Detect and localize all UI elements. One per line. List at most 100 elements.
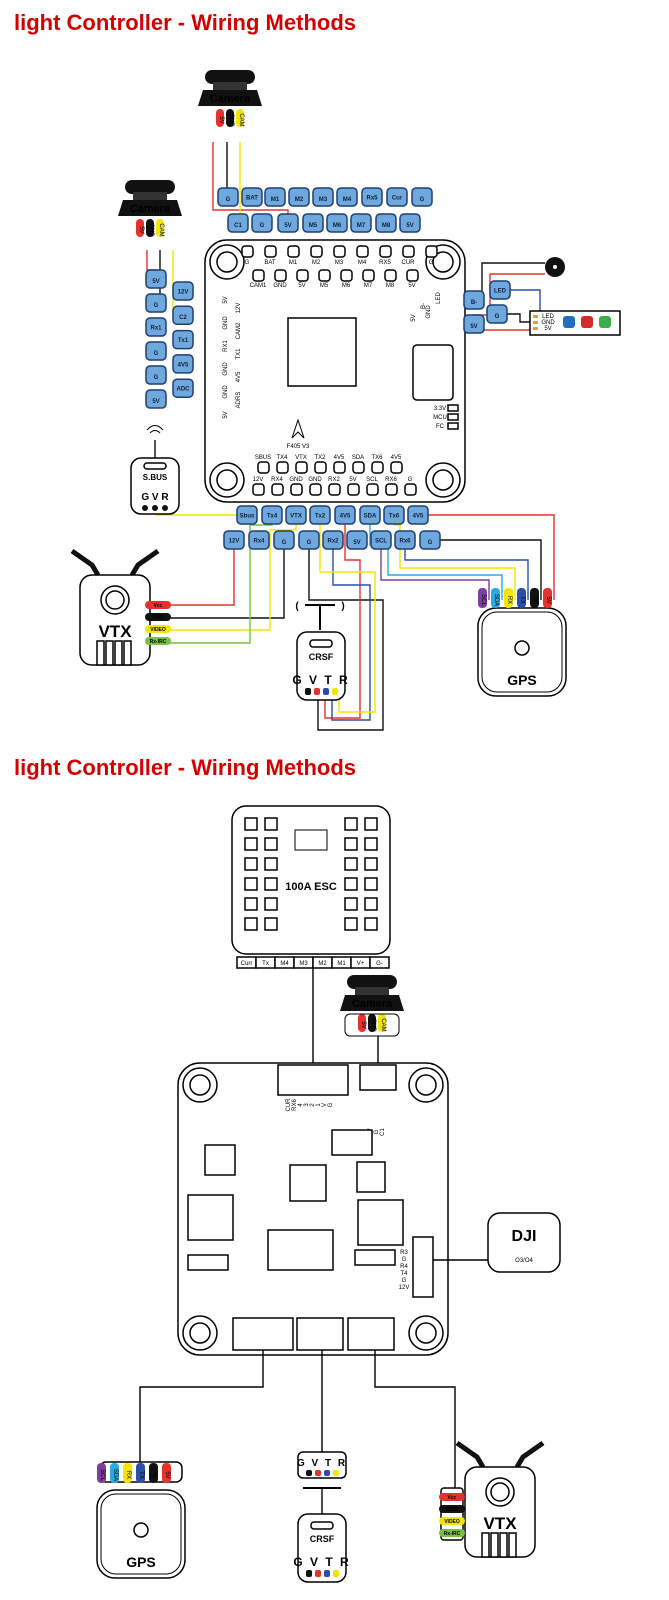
vtx-wire-vcc-label: Vcc (154, 603, 163, 609)
wire-label: RX (506, 596, 512, 604)
camera-2-body (355, 987, 389, 995)
pad-label: 5V (284, 223, 291, 229)
board-pad-label: M8 (386, 283, 395, 289)
pad-label: Tx6 (389, 514, 400, 520)
pad-label: G (428, 540, 433, 546)
pad-label: G (282, 540, 287, 546)
solder-pad (384, 269, 397, 282)
board-pad-label: GND (273, 283, 287, 289)
wire-label: SCL (480, 594, 486, 606)
pad-label: G (260, 223, 265, 229)
esc-chip (294, 829, 328, 851)
board-pad-label: SBUS (255, 455, 271, 461)
conn-label: 1 (316, 1103, 322, 1107)
wire-label: SDA (493, 594, 499, 606)
pad-shape (399, 213, 421, 233)
board-pad-label: M4 (358, 260, 367, 266)
board-pad-label: B- (421, 303, 427, 309)
pad-label: B- (471, 300, 477, 306)
pad-label: M5 (309, 223, 318, 229)
pad-bottom2-g: G (273, 530, 295, 550)
conn-label: V (322, 1103, 328, 1107)
pad-shape (411, 187, 433, 207)
pad-shape (361, 187, 383, 207)
solder-pad (347, 483, 360, 496)
board-pad-label: 4V5 (236, 371, 242, 382)
gps-antenna-icon (514, 640, 530, 656)
esc-pin-g-: G- (376, 961, 383, 967)
esc-pin-m4: M4 (280, 961, 289, 967)
status-led (447, 413, 459, 421)
slot (310, 1521, 334, 1530)
solder-pad (425, 245, 438, 258)
vtx-wire-gnd-label: GND (152, 615, 164, 621)
camera-left-body (133, 192, 167, 200)
solder-pad (271, 483, 284, 496)
pad-left-5v: 5V (145, 269, 167, 289)
solder-pad (404, 483, 417, 496)
wire-gps-scl (380, 540, 490, 600)
solder-pad (352, 461, 365, 474)
mosfet (244, 837, 258, 851)
pad-shape (264, 187, 286, 207)
pin-dot (162, 505, 168, 511)
pad-shape (223, 530, 245, 550)
pad-label: M2 (295, 197, 304, 203)
wire-cam-5v (212, 142, 289, 222)
board-pad-label: BAT (264, 260, 276, 266)
pad-label: BAT (246, 196, 258, 202)
pad-shape (346, 530, 368, 550)
pad-bottom2-5v: 5V (346, 530, 368, 550)
pad-label: C1 (234, 223, 242, 229)
camera-left-wire-label: CAM (158, 223, 164, 236)
gps-wire-rx (504, 588, 513, 608)
wire-crsf-g (308, 540, 384, 731)
pad-bottom-sbus: Sbus (236, 505, 258, 525)
slot (143, 462, 167, 470)
solder-pad (276, 461, 289, 474)
mosfet (264, 857, 278, 871)
pad-shape (489, 280, 511, 300)
component (289, 1164, 327, 1202)
pad-left-rx1: Rx1 (145, 317, 167, 337)
vtx-2-wire-vcc (439, 1493, 465, 1501)
board-pad-label: LED (436, 291, 442, 303)
crsf-2-label: CRSF (310, 1534, 335, 1544)
pad-bottom2-12v: 12V (223, 530, 245, 550)
pad-shape (145, 365, 167, 385)
board-pad-label: 5V (223, 411, 229, 418)
component (187, 1194, 234, 1241)
pad-label: G (226, 197, 231, 203)
pad-shape (375, 213, 397, 233)
vtx-2-wire-video (439, 1517, 465, 1525)
pad-shape (172, 378, 194, 398)
vtx-antenna-icon (70, 548, 160, 577)
pad-top2-m7: M7 (350, 213, 372, 233)
pad-shape (277, 213, 299, 233)
wire-gps-sda (369, 515, 503, 600)
heatsink-fin (96, 640, 105, 666)
dji-label: DJI (512, 1228, 537, 1245)
solder-pad (371, 461, 384, 474)
signal-icon (146, 425, 164, 434)
heatsink-fin (123, 640, 132, 666)
camera-left-wire-5v (136, 219, 144, 237)
camera-2-label: Camera (352, 998, 393, 1010)
solder-pad (406, 269, 419, 282)
board-pad-label: 5V (408, 283, 415, 289)
pad-shape (227, 213, 249, 233)
mosfet (344, 817, 358, 831)
pad-bottom-4v5: 4V5 (334, 505, 356, 525)
crsf-body (296, 631, 346, 701)
gps-2-wire-tx (136, 1463, 145, 1483)
mosfet (244, 857, 258, 871)
camera-top-label: Camera (210, 93, 251, 105)
component (354, 1249, 396, 1266)
gps-wire-5v (543, 588, 552, 608)
esc-pin-m3: M3 (299, 961, 308, 967)
pad-label: Rx6 (399, 539, 411, 545)
mosfet (364, 857, 378, 871)
wire-vtx-gnd (150, 540, 285, 619)
pin-dot (306, 1570, 312, 1577)
vtx-2-antenna-icon (455, 1440, 545, 1469)
